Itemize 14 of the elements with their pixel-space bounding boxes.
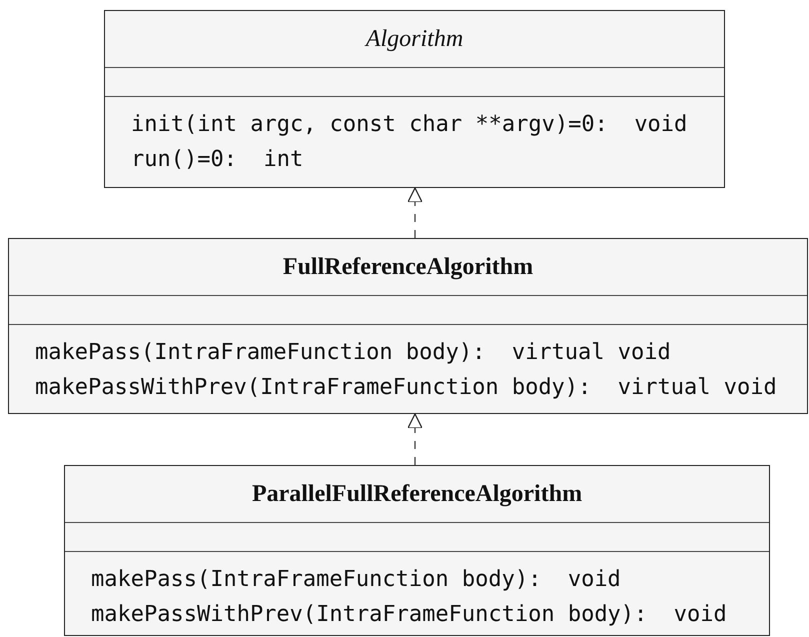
method-signature: init(int argc, const char **argv)=0: void — [131, 111, 688, 139]
class-box — [104, 10, 725, 188]
method-signature: makePass(IntraFrameFunction body): virtual void — [35, 339, 671, 367]
class-name: FullReferenceAlgorithm — [282, 254, 534, 280]
class-name: ParallelFullReferenceAlgorithm — [252, 480, 582, 508]
class-name: Algorithm — [366, 26, 464, 52]
class-box — [8, 238, 808, 414]
class-box — [64, 465, 770, 636]
method-signature: run()=0: int — [131, 146, 304, 174]
method-signature: makePassWithPrev(IntraFrameFunction body): virtual void — [35, 374, 777, 402]
realization-arrow — [407, 413, 423, 465]
realization-arrow — [407, 187, 423, 238]
method-signature: makePass(IntraFrameFunction body): void — [91, 566, 621, 594]
method-signature: makePassWithPrev(IntraFrameFunction body): void — [91, 601, 727, 629]
